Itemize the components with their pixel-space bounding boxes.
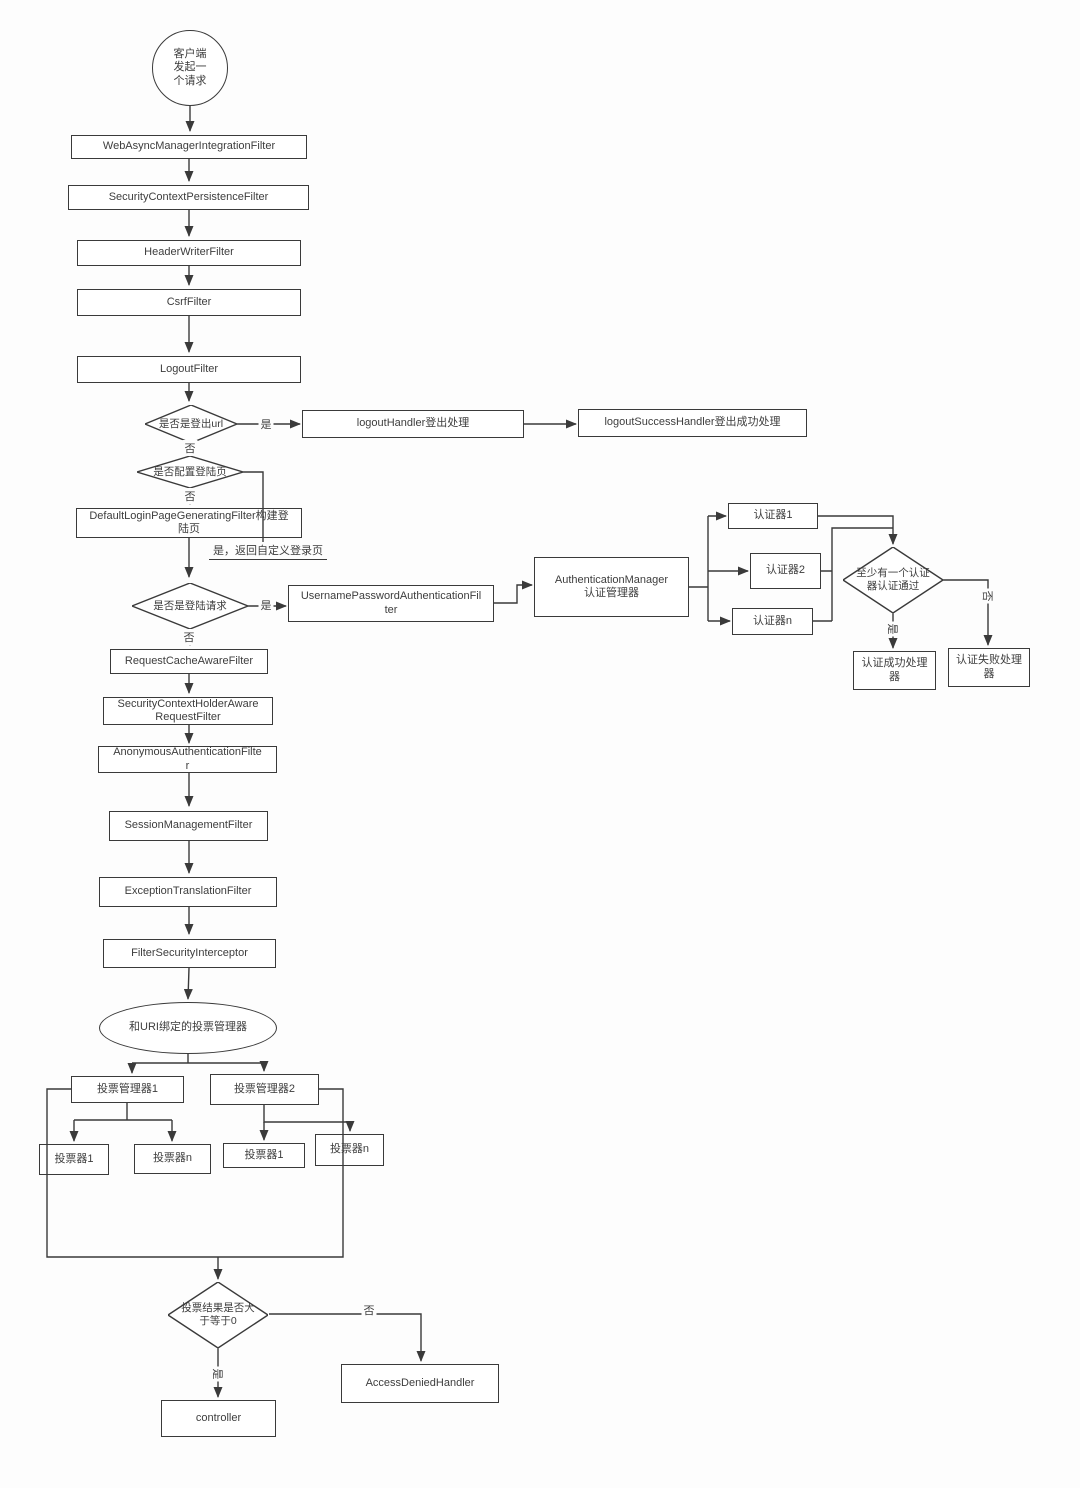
start-node: 客户端 发起一 个请求 [152, 30, 228, 106]
node-auth-success-handler: 认证成功处理 器 [853, 651, 936, 690]
edge-label-no-vote-result: 否 [361, 1302, 377, 1318]
decision-label: 是否配置登陆页 [153, 465, 227, 478]
node-default-login-page-generating-filter: DefaultLoginPageGeneratingFilter构建登 陆页 [76, 508, 302, 538]
node-authenticator-1: 认证器1 [728, 503, 818, 529]
node-exception-translation-filter: ExceptionTranslationFilter [99, 877, 277, 907]
diamond-shape [168, 1282, 268, 1348]
node-logout-success-handler: logoutSuccessHandler登出成功处理 [578, 409, 807, 437]
decision-label: 至少有一个认证 器认证通过 [856, 567, 930, 592]
edge-label-yes-login-request: 是 [258, 597, 274, 613]
decision-is-logout-url: 是否是登出url [145, 405, 237, 443]
decision-label: 是否是登出url [158, 417, 224, 430]
node-web-async-manager-integration-filter: WebAsyncManagerIntegrationFilter [71, 135, 307, 159]
edge-label-no-auth-pass: 否 [980, 588, 996, 604]
edge-label-no-logout: 否 [182, 440, 198, 456]
edge-label-yes-logout: 是 [258, 416, 274, 432]
node-username-password-authentication-filter: UsernamePasswordAuthenticationFil ter [288, 585, 494, 622]
edge-label-yes-auth-pass: 是 [885, 621, 901, 637]
node-auth-failure-handler: 认证失败处理 器 [948, 648, 1030, 687]
edge-label-no-login-page: 否 [182, 488, 198, 504]
node-voter-1a: 投票器1 [39, 1144, 109, 1175]
decision-is-login-page-configured: 是否配置登陆页 [137, 456, 243, 488]
node-authenticator-n: 认证器n [732, 608, 813, 635]
node-filter-security-interceptor: FilterSecurityInterceptor [103, 939, 276, 968]
node-csrf-filter: CsrfFilter [77, 289, 301, 316]
node-voter-1b: 投票器1 [223, 1143, 305, 1168]
node-logout-filter: LogoutFilter [77, 356, 301, 383]
edge-label-yes-vote-result: 是 [210, 1366, 226, 1382]
node-vote-manager-2: 投票管理器2 [210, 1074, 319, 1105]
node-logout-handler: logoutHandler登出处理 [302, 410, 524, 438]
node-voter-na: 投票器n [134, 1144, 211, 1174]
node-request-cache-aware-filter: RequestCacheAwareFilter [110, 649, 268, 674]
node-header-writer-filter: HeaderWriterFilter [77, 240, 301, 266]
node-vote-manager-1: 投票管理器1 [71, 1076, 184, 1103]
edge-label-return-custom-login: 是，返回自定义登录页 [209, 542, 327, 560]
node-anonymous-authentication-filter: AnonymousAuthenticationFilte r [98, 746, 277, 773]
decision-label: 是否是登陆请求 [153, 599, 227, 612]
node-security-context-holder-aware-request-filter: SecurityContextHolderAware RequestFilter [103, 697, 273, 725]
decision-vote-result: 投票结果是否大 于等于0 [168, 1282, 268, 1348]
node-controller: controller [161, 1400, 276, 1437]
decision-is-login-request: 是否是登陆请求 [132, 583, 248, 629]
decision-label: 投票结果是否大 于等于0 [181, 1302, 255, 1327]
decision-at-least-one-auth-pass: 至少有一个认证 器认证通过 [843, 547, 943, 613]
edge-label-no-login-request: 否 [181, 629, 197, 645]
diamond-shape [145, 405, 237, 443]
node-session-management-filter: SessionManagementFilter [109, 811, 268, 841]
node-uri-vote-manager: 和URI绑定的投票管理器 [99, 1002, 277, 1054]
node-authenticator-2: 认证器2 [750, 553, 821, 589]
node-authentication-manager: AuthenticationManager 认证管理器 [534, 557, 689, 617]
node-security-context-persistence-filter: SecurityContextPersistenceFilter [68, 185, 309, 210]
node-voter-nb: 投票器n [315, 1134, 384, 1166]
node-access-denied-handler: AccessDeniedHandler [341, 1364, 499, 1403]
